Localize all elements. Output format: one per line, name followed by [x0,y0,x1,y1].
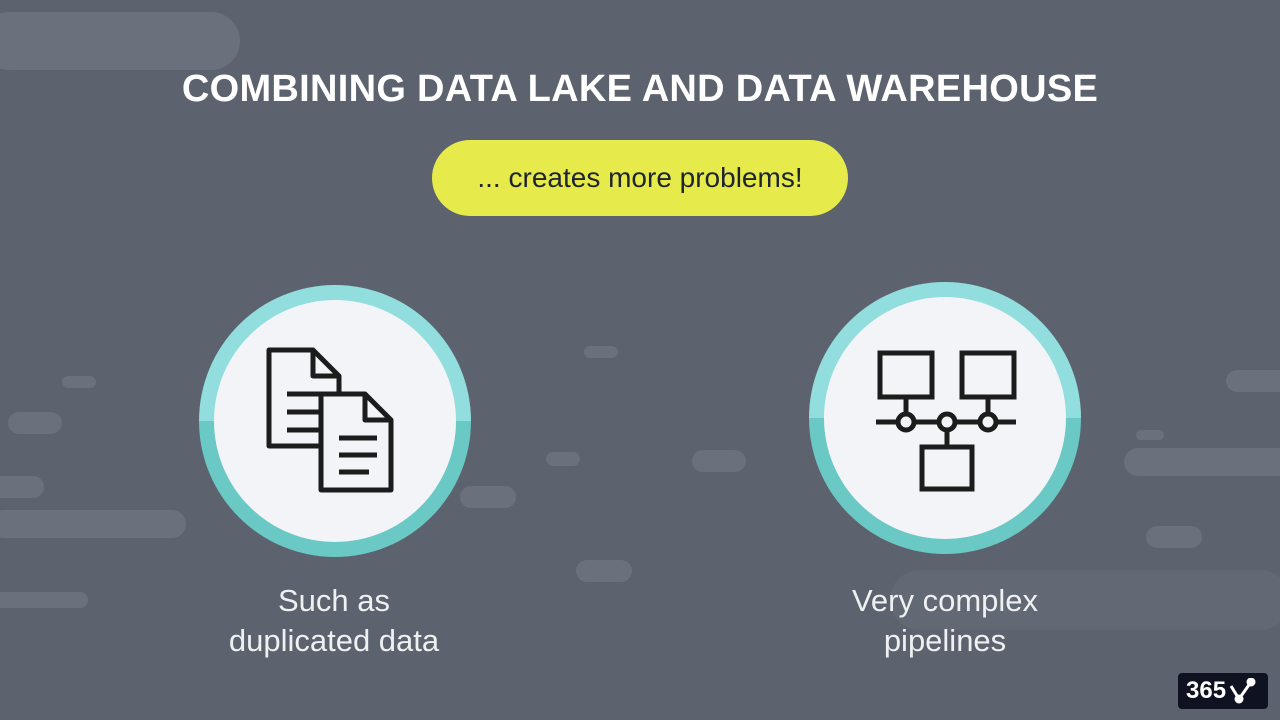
brand-logo: 365 [1178,673,1268,709]
background-bar [8,412,62,434]
duplicated-data-circle [199,285,471,557]
background-bar [692,450,746,472]
background-bar [0,476,44,498]
pipelines-circle [809,282,1081,554]
caption-pipelines: Very complex pipelines [765,581,1125,661]
slide-title: COMBINING DATA LAKE AND DATA WAREHOUSE [181,68,1099,110]
subtitle-pill: ... creates more problems! [432,140,848,216]
background-bar [890,570,1280,630]
duplicate-documents-icon [266,347,394,493]
caption-duplicated-data: Such as duplicated data [154,581,514,661]
caption-line: duplicated data [228,623,440,658]
background-bar [62,376,96,388]
pipeline-network-icon [876,350,1017,492]
background-bar [460,486,516,508]
background-bar [546,452,580,466]
background-bar [0,510,186,538]
background-bar [584,346,618,358]
caption-line: Very complex [851,583,1039,618]
background-bar [1124,448,1280,476]
background-bar [1136,430,1164,440]
background-bar [1146,526,1202,548]
background-bar [0,592,88,608]
background-bar [1226,370,1280,392]
logo-check-icon [1229,678,1256,704]
caption-line: Such as [277,583,390,618]
logo-text: 365 [1186,677,1227,704]
background-bar [576,560,632,582]
background-bar [0,12,240,70]
caption-line: pipelines [883,623,1007,658]
